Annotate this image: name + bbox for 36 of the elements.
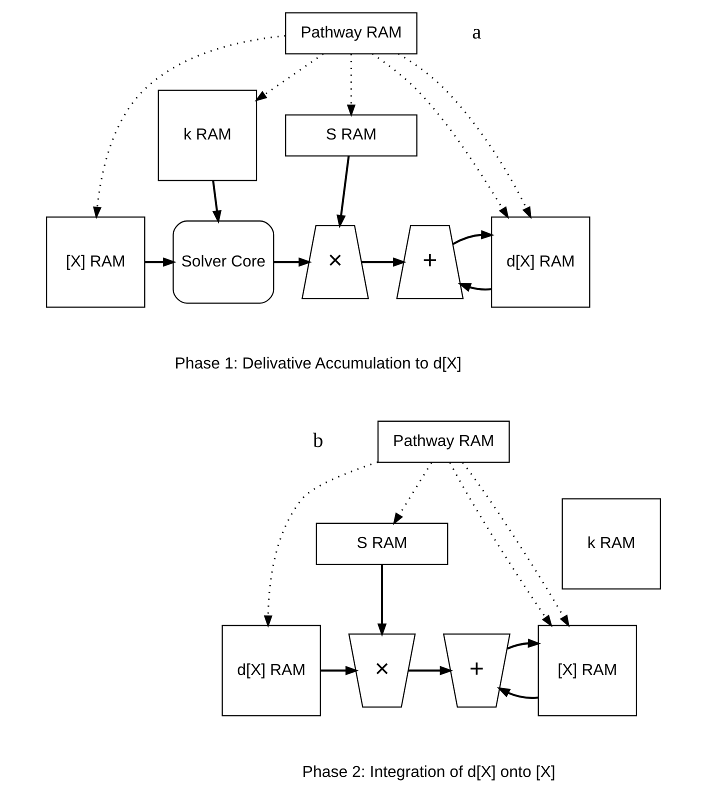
node-box: [X] RAM [46, 216, 146, 308]
label: a [472, 21, 482, 44]
arrow [458, 282, 492, 292]
arrow [377, 564, 387, 637]
label: Phase 2: Integration of d[X] onto [X] [302, 764, 556, 781]
arrow [212, 180, 222, 224]
label: b [312, 430, 324, 452]
arrow [398, 53, 532, 220]
arrow [145, 257, 176, 267]
node-box: k RAM [158, 90, 258, 182]
arrow [462, 462, 570, 628]
arrow [496, 687, 538, 699]
arrow [93, 35, 286, 220]
arrow [392, 462, 432, 526]
node-box: Pathway RAM [285, 12, 418, 54]
node-box: Solver Core [172, 220, 274, 304]
node-box: [X] RAM [538, 624, 638, 716]
arrow [362, 257, 406, 267]
label: Phase 1: Delivative Accumulation to d[X] [174, 355, 462, 372]
arrow [336, 156, 350, 228]
arrow [408, 666, 454, 676]
arrow [254, 53, 324, 102]
node-box: S RAM [285, 114, 418, 157]
arrow [346, 54, 356, 118]
arrow [274, 257, 312, 267]
node-box: d[X] RAM [491, 216, 590, 308]
node-box: S RAM [316, 522, 448, 566]
arrow [452, 230, 494, 245]
arrow [372, 53, 509, 220]
arrow [507, 638, 542, 650]
arrow [264, 461, 378, 628]
node-box: d[X] RAM [222, 624, 321, 716]
node-box: k RAM [562, 498, 661, 590]
node-box: Pathway RAM [377, 420, 510, 463]
arrow [320, 666, 359, 676]
arrow [449, 462, 552, 628]
